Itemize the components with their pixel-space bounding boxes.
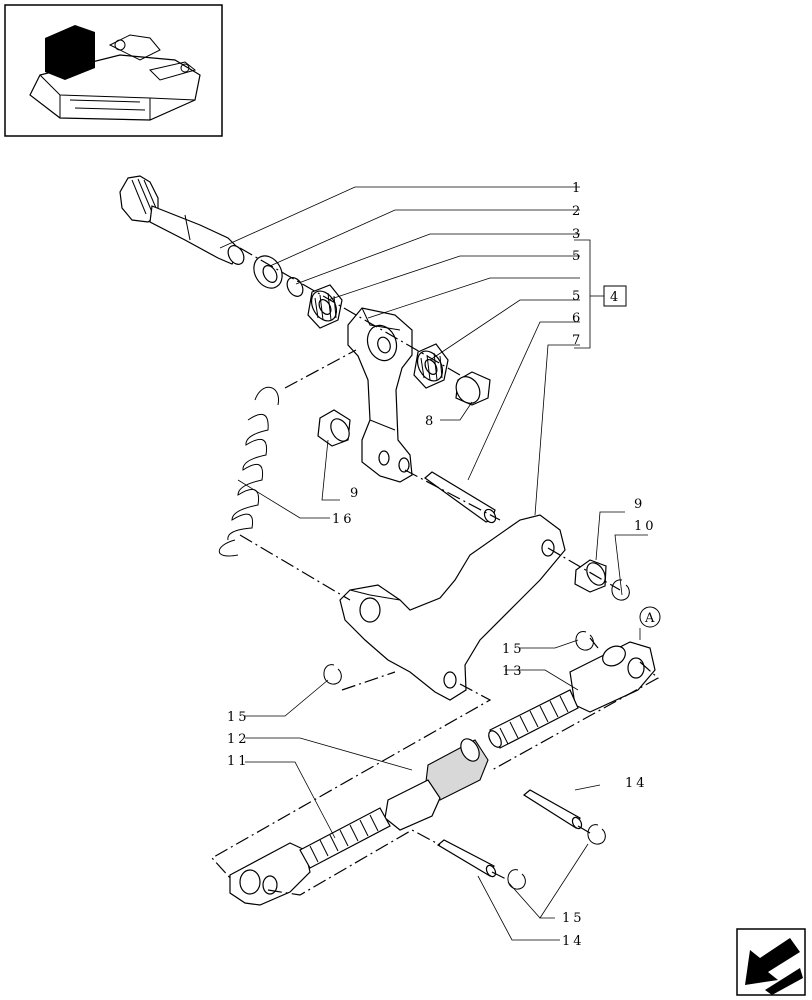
lower-lever [339, 514, 566, 701]
next-page-arrow-icon[interactable] [736, 928, 806, 996]
part-8-bushing [455, 371, 491, 406]
callout-15-upper: 15 [502, 642, 525, 657]
part-9-bushing-right [574, 559, 607, 593]
callout-2: 2 [572, 204, 583, 219]
assembly-thumbnail-icon[interactable] [4, 4, 223, 137]
part-7-pin-upper [424, 471, 497, 524]
callout-11: 11 [227, 754, 250, 769]
part-15-clip-upper [575, 631, 594, 651]
callout-a: A [644, 611, 655, 626]
part-15-clip-lower [507, 869, 526, 890]
callout-5-upper: 5 [572, 249, 583, 264]
part-9-bushing-left [317, 409, 351, 447]
part-15-clip-right [587, 824, 606, 845]
callout-7: 7 [572, 333, 583, 348]
part-5-needle-bearing-upper [307, 284, 343, 329]
part-14-pin-lower [436, 839, 497, 878]
callout-8: 8 [425, 414, 436, 429]
part-5-needle-bearing-lower [413, 343, 449, 389]
callout-4: 4 [610, 290, 621, 305]
part-1-shaft [119, 175, 245, 265]
callout-14-lower: 14 [562, 934, 585, 949]
leader-lines [219, 186, 648, 941]
callout-labels: 1 2 3 5 5 6 7 4 8 9 16 9 10 A 15 13 15 1… [227, 181, 661, 949]
callout-14-right: 14 [625, 776, 648, 791]
callout-15-left: 15 [227, 710, 250, 725]
callout-1: 1 [572, 181, 583, 196]
callout-9-right: 9 [634, 497, 645, 512]
callout-6: 6 [572, 311, 583, 326]
alignment-lines [211, 247, 660, 896]
callout-15-lower: 15 [562, 911, 585, 926]
part-12-sleeve [384, 738, 489, 831]
callout-4-box [603, 285, 627, 307]
callout-3: 3 [572, 227, 583, 242]
callout-12: 12 [227, 732, 250, 747]
part-16-spring [218, 387, 279, 557]
callout-9-left: 9 [350, 486, 361, 501]
callout-13: 13 [502, 664, 525, 679]
callout-16: 16 [332, 512, 355, 527]
part-6-lever-arm [347, 307, 413, 483]
part-14-pin-right [522, 789, 583, 830]
callout-10: 10 [634, 519, 657, 534]
part-11-clevis-threaded-rod [229, 807, 391, 906]
callout-5-lower: 5 [572, 289, 583, 304]
callout-a-circle [639, 606, 661, 628]
part-10-circlip [611, 579, 630, 601]
part-13-clevis-threaded-rod [488, 641, 656, 749]
part-15-clip-left [323, 664, 342, 685]
part-3-o-ring [286, 277, 304, 297]
